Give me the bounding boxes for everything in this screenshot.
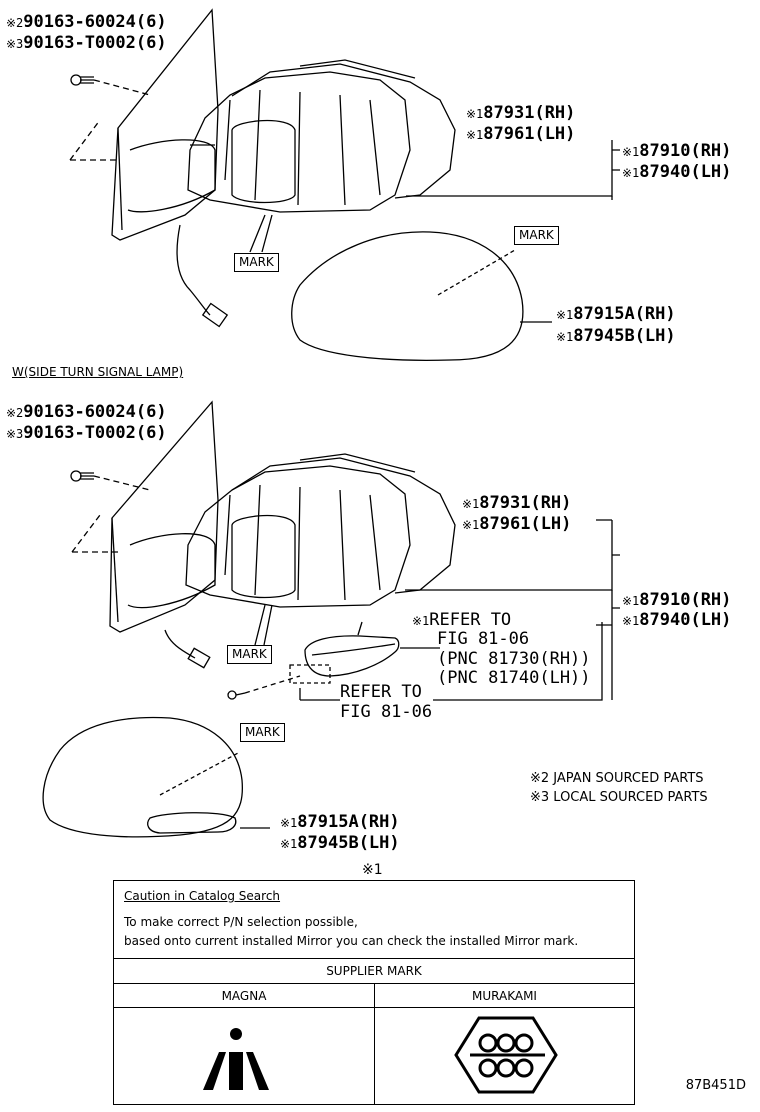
murakami-logo-cell (375, 1008, 634, 1104)
caution-line-1: To make correct P/N selection possible, (124, 915, 358, 929)
bottom-assy-lh: ※187940(LH) (622, 610, 732, 630)
bottom-connector (187, 647, 211, 669)
bottom-mirror-cover (231, 457, 456, 594)
top-glass-rh: ※187915A(RH) (556, 304, 676, 324)
bottom-mirror-housing (185, 465, 411, 608)
top-mirror-glass (291, 231, 524, 361)
bottom-mirror-glass (42, 716, 244, 838)
top-cover-lh: ※187961(LH) (466, 124, 576, 144)
bottom-assy-rh: ※187910(RH) (622, 590, 732, 610)
top-bolt-icon (70, 74, 82, 86)
note-local: ※3 LOCAL SOURCED PARTS (530, 790, 708, 805)
bottom-mark-label-1: MARK (227, 645, 272, 664)
top-bolt-pn-local: ※390163-T0002(6) (6, 33, 167, 53)
lamp-screw-icon (227, 690, 237, 700)
bottom-glass-lh: ※187945B(LH) (280, 833, 400, 853)
supplier-mark-table: Caution in Catalog Search To make correc… (113, 880, 635, 1105)
top-mark-label-1: MARK (234, 253, 279, 272)
top-cover-rh: ※187931(RH) (466, 103, 576, 123)
magna-logo-cell (114, 1008, 375, 1104)
caution-line-2: based onto current installed Mirror you … (124, 934, 579, 948)
bottom-mark-label-2: MARK (240, 723, 285, 742)
murakami-logo-icon (454, 1016, 558, 1094)
top-mirror-cover (231, 63, 456, 199)
bottom-bolt-icon (70, 470, 82, 482)
drawing-code: 87B451D (685, 1078, 746, 1093)
refer-2-line2: FIG 81-06 (340, 702, 433, 722)
refer-1-line2: FIG 81-06 (437, 629, 530, 649)
bottom-cover-rh: ※187931(RH) (462, 493, 572, 513)
top-mirror-assembly (69, 8, 620, 361)
caution-caption: Caution in Catalog Search (124, 889, 281, 903)
top-connector (201, 302, 229, 328)
refer-1-line1: ※1REFER TO (412, 610, 512, 630)
section-title: W(SIDE TURN SIGNAL LAMP) (12, 365, 184, 379)
bottom-glass-rh: ※187915A(RH) (280, 812, 400, 832)
top-mirror-housing (187, 71, 411, 213)
turn-signal-lamp (304, 635, 400, 677)
refer-2-line1: REFER TO (340, 682, 422, 702)
refer-1-line4: (PNC 81740(LH)) (437, 668, 591, 688)
column-murakami: MURAKAMI (375, 984, 634, 1008)
bottom-bolt-pn-japan: ※290163-60024(6) (6, 402, 167, 422)
top-assy-rh: ※187910(RH) (622, 141, 732, 161)
top-glass-lh: ※187945B(LH) (556, 326, 676, 346)
top-cable (176, 224, 211, 316)
refer-1-line3: (PNC 81730(RH)) (437, 649, 591, 669)
top-mark-label-2: MARK (514, 226, 559, 245)
column-magna: MAGNA (114, 984, 375, 1008)
top-mirror-base (111, 8, 219, 241)
supplier-mark-header: SUPPLIER MARK (114, 959, 634, 984)
note-japan: ※2 JAPAN SOURCED PARTS (530, 771, 704, 786)
top-assy-lh: ※187940(LH) (622, 162, 732, 182)
bottom-cover-lh: ※187961(LH) (462, 514, 572, 534)
table-marker: ※1 (362, 862, 383, 878)
caution-box: Caution in Catalog Search To make correc… (114, 881, 634, 959)
bottom-cable (164, 629, 196, 659)
bottom-mirror-assembly (42, 400, 620, 838)
magna-logo-icon (203, 1028, 269, 1090)
top-bolt-pn-japan: ※290163-60024(6) (6, 12, 167, 32)
bottom-bolt-pn-local: ※390163-T0002(6) (6, 423, 167, 443)
